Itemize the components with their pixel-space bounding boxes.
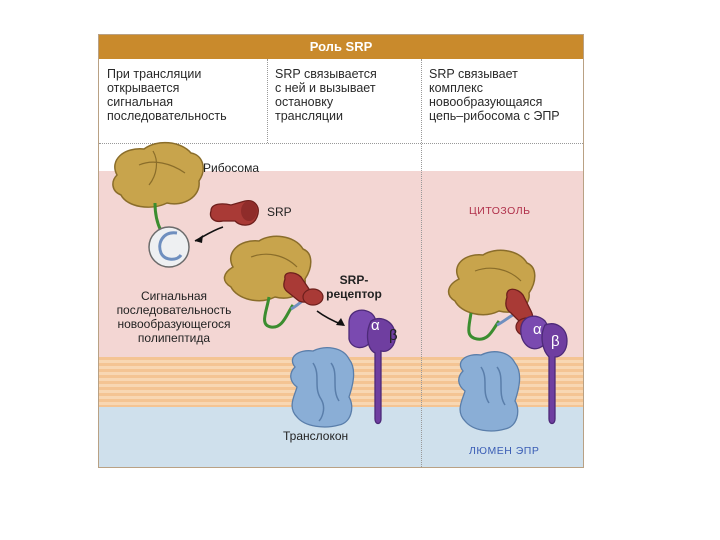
nascent-chain-1 xyxy=(153,202,163,232)
nascent-chain-3 xyxy=(467,312,501,341)
srp-figure: Роль SRP При трансляции открывается сигн… xyxy=(98,34,584,468)
column-divider-1 xyxy=(267,59,268,143)
arrowhead-2 xyxy=(336,318,345,326)
column-divider-2 xyxy=(421,59,422,467)
column-3-header: SRP связывает комплекс новообразующаяся … xyxy=(429,67,560,123)
header-row: При трансляции открывается сигнальная по… xyxy=(99,59,583,171)
srp-receptor-label: SRP- рецептор xyxy=(326,273,382,301)
beta-subunit-label-3: β xyxy=(551,333,560,350)
column-1-header: При трансляции открывается сигнальная по… xyxy=(107,67,227,123)
signal-sequence-1 xyxy=(158,231,183,261)
alpha-subunit-label-3: α xyxy=(533,321,542,338)
translocon-label: Транслокон xyxy=(283,429,349,443)
diagram-art xyxy=(112,141,568,432)
translocon-2 xyxy=(290,347,355,428)
srp-receptor-2 xyxy=(348,309,396,425)
srp-1 xyxy=(209,200,259,226)
er-lumen-label: ЛЮМЕН ЭПР xyxy=(469,445,540,457)
srp-label: SRP xyxy=(267,205,292,219)
translocon-3 xyxy=(458,351,521,432)
arrowhead-1 xyxy=(195,235,203,243)
column-2-header: SRP связывается с ней и вызывает останов… xyxy=(275,67,377,123)
ribosome-1 xyxy=(112,141,204,208)
ribosome-label: Рибосома xyxy=(203,161,259,175)
signal-sequence-label: Сигнальная последовательность новообразу… xyxy=(116,289,232,345)
alpha-subunit-label: α xyxy=(371,317,380,334)
srp-2 xyxy=(283,272,324,306)
beta-subunit-label: β xyxy=(389,327,398,344)
nascent-chain-2 xyxy=(263,296,295,329)
cytosol-label: ЦИТОЗОЛЬ xyxy=(469,205,531,217)
figure-title: Роль SRP xyxy=(99,35,583,59)
header-divider xyxy=(99,143,583,144)
srp-receptor-3 xyxy=(520,315,568,425)
